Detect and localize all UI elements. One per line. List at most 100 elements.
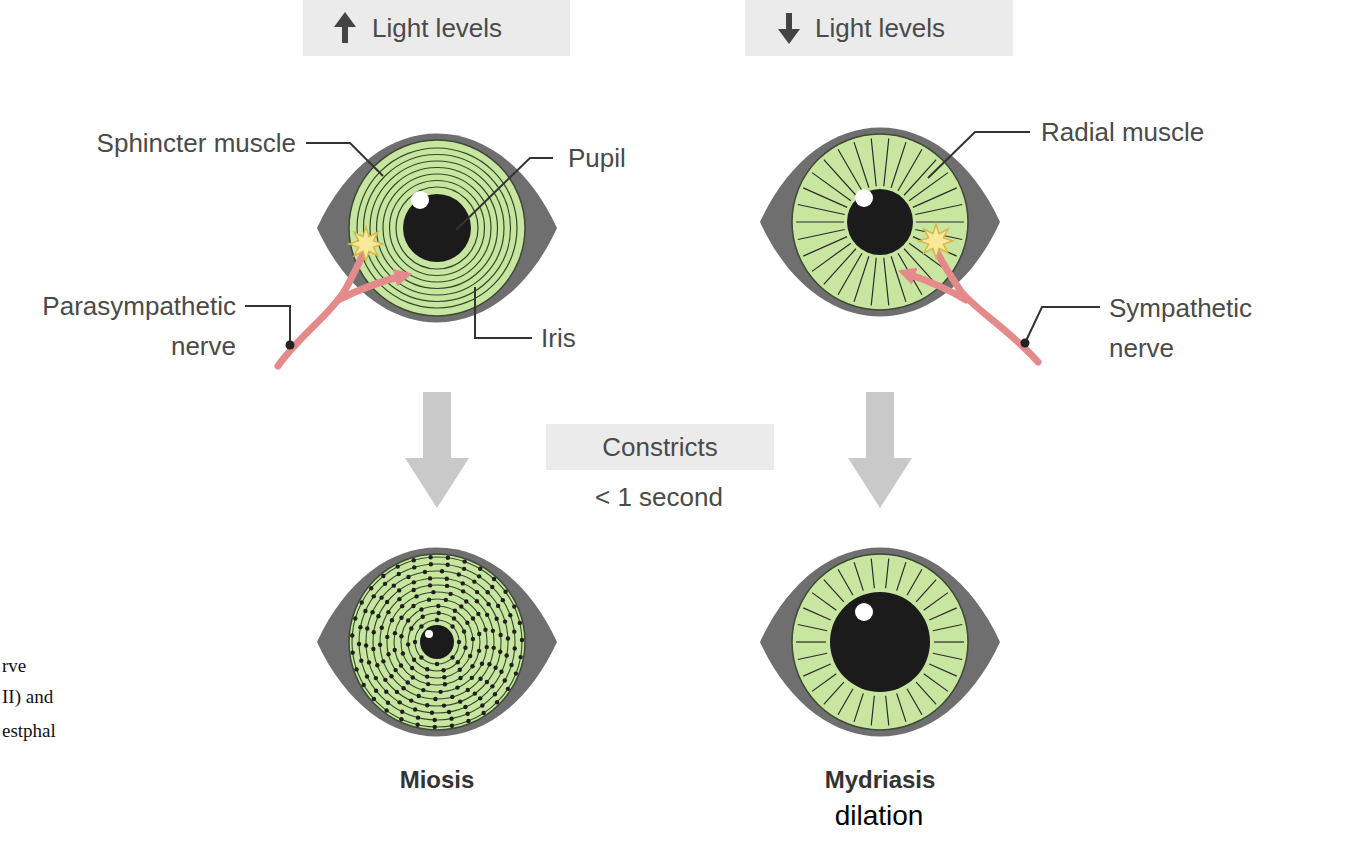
contraction-dot [457, 640, 461, 644]
contraction-dot [438, 690, 442, 694]
sphincter-rings [357, 148, 517, 308]
contraction-dot [476, 612, 480, 616]
contraction-dot [508, 613, 512, 617]
radial-fiber [798, 625, 827, 631]
contraction-dot [442, 675, 446, 679]
radial-fiber [898, 149, 922, 191]
contraction-dot [399, 663, 403, 667]
contraction-dot [401, 686, 405, 690]
contraction-dot [393, 668, 397, 672]
radial-fiber [803, 608, 830, 620]
box-text: Light levels [815, 0, 1013, 56]
contraction-dot [374, 689, 378, 693]
sphincter-ring [377, 168, 498, 289]
contraction-dot [441, 668, 445, 672]
contraction-dot [465, 620, 469, 624]
radial-fiber [871, 258, 876, 306]
iris [792, 134, 968, 310]
contraction-dot [486, 590, 490, 594]
radial-fiber [871, 558, 874, 588]
contraction-dot [503, 619, 507, 623]
contraction-dot [478, 677, 482, 681]
radial-fiber [871, 138, 876, 186]
contraction-dot [415, 723, 419, 727]
contraction-dot [458, 676, 462, 680]
pupil-highlight [411, 191, 429, 209]
radial-fiber [898, 253, 922, 295]
contraction-dot [436, 611, 440, 615]
contraction-dot [435, 618, 439, 622]
contraction-dot [385, 635, 389, 639]
radial-fiber [838, 253, 862, 295]
contraction-dot [372, 630, 376, 634]
contraction-dot [448, 592, 452, 596]
radial-fiber [891, 256, 906, 302]
contraction-dot [446, 555, 450, 559]
contraction-dot [364, 643, 368, 647]
sphincter-ring [396, 187, 478, 269]
eye-caption: Miosis [337, 766, 537, 794]
contraction-dot [419, 624, 423, 628]
contraction-dot [475, 599, 479, 603]
contraction-dot [381, 574, 385, 578]
contraction-dot [462, 567, 466, 571]
radial-fiber [915, 205, 962, 215]
contraction-dot [480, 662, 484, 666]
sphincter-ring [390, 181, 485, 276]
contraction-dot [425, 674, 429, 678]
radial-fiber [854, 693, 863, 722]
contraction-dot [498, 633, 502, 637]
contraction-dot [462, 559, 466, 563]
contraction-dot [354, 667, 358, 671]
contraction-dot [396, 564, 400, 568]
contraction-dot [406, 680, 410, 684]
contraction-dot [350, 650, 354, 654]
contraction-dot [452, 616, 456, 620]
contraction-dot [450, 695, 454, 699]
contraction-dot [458, 699, 462, 703]
contraction-dot [372, 697, 376, 701]
contraction-dot [421, 688, 425, 692]
contraction-dot [493, 666, 497, 670]
radial-lines [796, 138, 964, 305]
timing-box: Constricts [546, 424, 774, 470]
contraction-dot [480, 703, 484, 707]
contraction-dot [477, 574, 481, 578]
part-label: Sympathetic nerve [1109, 288, 1289, 368]
contraction-dot [392, 583, 396, 587]
radial-fiber [812, 674, 836, 692]
radial-fiber [803, 188, 847, 208]
radial-fiber [907, 569, 922, 595]
radial-fiber [929, 664, 956, 676]
contraction-dot [406, 618, 410, 622]
radial-fiber [838, 689, 853, 715]
contraction-dot [485, 613, 489, 617]
contraction-dot [513, 646, 517, 650]
contraction-dot [384, 708, 388, 712]
contraction-dot [399, 616, 403, 620]
eye-outline [317, 134, 557, 323]
contraction-dot [503, 678, 507, 682]
contraction-dot [410, 666, 414, 670]
contraction-dot [456, 660, 460, 664]
contraction-dot [365, 674, 369, 678]
contraction-dot [490, 585, 494, 589]
contraction-dot [425, 703, 429, 707]
contraction-dot [453, 609, 457, 613]
radial-fiber [871, 696, 874, 726]
sphincter-ring [357, 148, 517, 308]
leader-lines [245, 132, 1100, 345]
sphincter-ring [380, 585, 494, 699]
contraction-dot [455, 685, 459, 689]
contraction-dot [372, 594, 376, 598]
light-level-box: Light levels [303, 0, 570, 56]
pupil-highlight [855, 189, 873, 207]
contraction-dot [478, 696, 482, 700]
sphincter-ring [401, 606, 473, 678]
contraction-dot [433, 725, 437, 729]
radial-fiber [886, 696, 889, 726]
parasympathetic-nerve-drawing [278, 227, 402, 366]
radial-fiber [904, 160, 936, 196]
contraction-dot [350, 633, 354, 637]
radial-fiber [909, 173, 948, 201]
